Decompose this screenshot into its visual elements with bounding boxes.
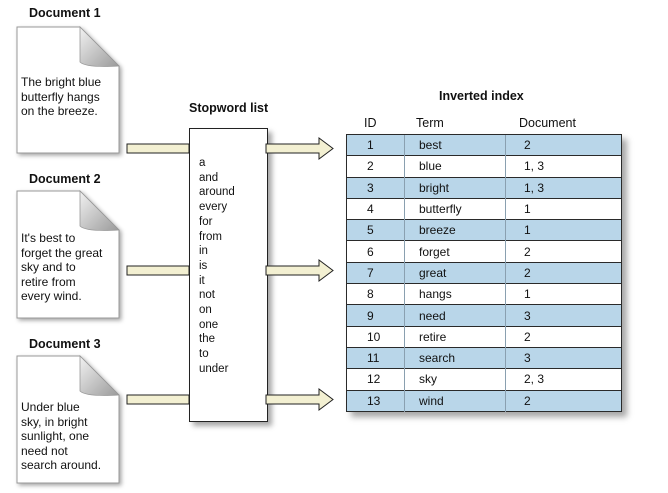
stopword-item: every <box>199 201 228 214</box>
arrow-doc1-to-stoplist <box>126 143 190 154</box>
stopword-item: the <box>199 333 215 346</box>
column-header-id: ID <box>364 116 377 130</box>
stopword-item: and <box>199 171 219 184</box>
stopword-item: from <box>199 230 222 243</box>
document-3-title: Document 3 <box>29 337 101 351</box>
cell-document: 1, 3 <box>505 155 622 178</box>
document-3-text: Under blue sky, in bright sunlight, one … <box>21 400 102 472</box>
document-1-page <box>16 26 120 154</box>
arrow-stoplist-to-index-3 <box>265 388 334 411</box>
cell-document: 2, 3 <box>505 368 622 391</box>
cell-term: hangs <box>404 283 506 305</box>
cell-document: 1, 3 <box>505 176 622 199</box>
document-2-page <box>16 190 120 319</box>
cell-id: 10 <box>346 325 405 348</box>
cell-term: search <box>404 346 506 369</box>
stopword-item: on <box>199 304 212 317</box>
document-3-page <box>16 355 120 484</box>
arrow-stoplist-to-index-1 <box>265 137 334 160</box>
document-2-text: It's best to forget the great sky and to… <box>21 231 103 303</box>
stopword-item: for <box>199 215 213 228</box>
stopword-item: around <box>199 186 235 199</box>
cell-term: great <box>404 261 506 284</box>
cell-document: 2 <box>505 389 622 412</box>
column-header-term: Term <box>416 116 444 130</box>
cell-document: 2 <box>505 133 622 156</box>
stopword-item: not <box>199 289 215 302</box>
cell-id: 4 <box>346 197 405 220</box>
arrow-doc3-to-stoplist <box>126 394 190 405</box>
cell-id: 12 <box>346 368 405 391</box>
cell-term: bright <box>404 176 506 199</box>
cell-document: 2 <box>505 261 622 284</box>
cell-term: sky <box>404 368 506 391</box>
cell-term: butterfly <box>404 197 506 220</box>
document-2-title: Document 2 <box>29 172 101 186</box>
cell-document: 1 <box>505 219 622 241</box>
stopword-item: a <box>199 157 206 169</box>
cell-id: 1 <box>346 133 405 156</box>
inverted-index-title: Inverted index <box>439 89 524 103</box>
cell-id: 11 <box>346 346 405 369</box>
cell-document: 1 <box>505 283 622 305</box>
cell-id: 8 <box>346 283 405 305</box>
stopword-item: in <box>199 245 208 258</box>
cell-document: 3 <box>505 304 622 327</box>
cell-term: need <box>404 304 506 327</box>
cell-id: 2 <box>346 155 405 178</box>
cell-document: 3 <box>505 346 622 369</box>
cell-id: 5 <box>346 219 405 241</box>
arrow-stoplist-to-index-2 <box>265 259 334 282</box>
cell-id: 3 <box>346 176 405 199</box>
cell-document: 1 <box>505 197 622 220</box>
stopword-item: to <box>199 348 209 361</box>
column-header-document: Document <box>519 116 576 130</box>
cell-document: 2 <box>505 325 622 348</box>
cell-term: wind <box>404 389 506 412</box>
stopword-item: is <box>199 259 208 272</box>
stopword-item: under <box>199 362 229 375</box>
stopword-item: one <box>199 318 219 331</box>
cell-term: breeze <box>404 219 506 241</box>
cell-id: 9 <box>346 304 405 327</box>
stopword-item: it <box>199 274 205 287</box>
cell-term: best <box>404 133 506 156</box>
cell-id: 6 <box>346 240 405 263</box>
cell-term: retire <box>404 325 506 348</box>
cell-term: forget <box>404 240 506 263</box>
document-1-text: The bright blue butterfly hangs on the b… <box>21 75 102 118</box>
cell-document: 2 <box>505 240 622 263</box>
stopword-list-title: Stopword list <box>189 101 269 115</box>
cell-id: 7 <box>346 261 405 284</box>
cell-term: blue <box>404 155 506 178</box>
arrow-doc2-to-stoplist <box>126 265 190 276</box>
document-1-title: Document 1 <box>29 6 101 20</box>
cell-id: 13 <box>346 389 405 412</box>
